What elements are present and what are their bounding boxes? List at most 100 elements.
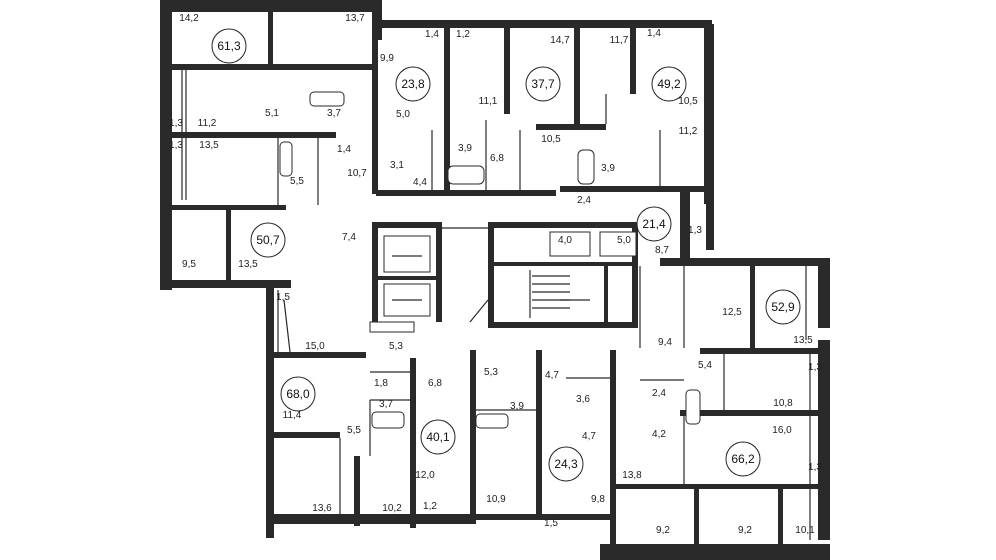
room-area-label: 10,5 [678, 96, 698, 107]
room-area-label: 9,9 [380, 53, 394, 64]
area-badge-circle [636, 206, 672, 242]
room-area-label: 5,3 [389, 341, 403, 352]
room-area-label: 1,4 [647, 28, 661, 39]
room-area-label: 9,8 [591, 494, 605, 505]
room-area-label: 9,2 [656, 525, 670, 536]
fixtures [279, 91, 701, 429]
area-badge-circle [395, 66, 431, 102]
room-area-label: 4,2 [652, 429, 666, 440]
room-area-label: 5,4 [698, 360, 712, 371]
apartment-total-area: 23,8 [395, 66, 431, 102]
room-area-label: 8,7 [655, 245, 669, 256]
room-area-label: 9,2 [738, 525, 752, 536]
apartment-total-label: 66,2 [731, 452, 755, 466]
room-area-label: 13,5 [199, 140, 219, 151]
room-area-label: 1,3 [808, 362, 822, 373]
apartment-total-label: 61,3 [217, 39, 241, 53]
area-badge-circle [280, 376, 316, 412]
room-area-label: 10,8 [773, 398, 793, 409]
room-area-label: 3,6 [576, 394, 590, 405]
area-badge-circle [525, 66, 561, 102]
room-area-label: 5,0 [617, 235, 631, 246]
apartment-total-area: 49,2 [651, 66, 687, 102]
room-area-label: 1,5 [276, 292, 290, 303]
room-area-label: 1,3 [169, 118, 183, 129]
room-area-label: 3,9 [601, 163, 615, 174]
room-area-label: 3,9 [458, 143, 472, 154]
apartment-total-area: 40,1 [420, 419, 456, 455]
room-area-label: 5,5 [347, 425, 361, 436]
room-area-label: 3,9 [510, 401, 524, 412]
apartment-total-area: 21,4 [636, 206, 672, 242]
room-area-label: 4,7 [582, 431, 596, 442]
room-area-label: 10,9 [486, 494, 506, 505]
room-area-label: 10,5 [541, 134, 561, 145]
room-area-label: 11,2 [679, 126, 698, 137]
room-area-label: 1,3 [169, 140, 183, 151]
area-badge-circle [548, 446, 584, 482]
apartment-total-area: 52,9 [765, 289, 801, 325]
room-area-label: 5,1 [265, 108, 279, 119]
apartment-badges: 61,3 23,8 37,7 49,2 50,7 21,4 52,9 68,0 40,1 24,3… [211, 28, 801, 482]
room-area-label: 9,4 [658, 337, 672, 348]
room-area-label: 11,4 [283, 410, 302, 421]
room-area-labels: 14,2 13,7 1,4 1,2 14,7 11,7 1,4 9,9 11,1 10,5 5,1 3… [169, 13, 822, 536]
room-area-label: 7,4 [342, 232, 356, 243]
apartment-total-label: 50,7 [256, 233, 280, 247]
area-badge-circle [250, 222, 286, 258]
room-area-label: 11,1 [479, 96, 498, 107]
room-area-label: 11,2 [198, 118, 217, 129]
room-area-label: 5,5 [290, 176, 304, 187]
room-area-label: 1,3 [688, 225, 702, 236]
room-area-label: 16,0 [772, 425, 792, 436]
room-area-label: 2,4 [652, 388, 666, 399]
apartment-total-area: 68,0 [280, 376, 316, 412]
room-area-label: 15,0 [305, 341, 325, 352]
room-area-label: 1,2 [456, 29, 470, 40]
apartment-total-area: 24,3 [548, 446, 584, 482]
room-area-label: 10,7 [347, 168, 367, 179]
apartment-total-area: 66,2 [725, 441, 761, 477]
room-area-label: 3,7 [327, 108, 341, 119]
apartment-total-label: 23,8 [401, 77, 425, 91]
room-area-label: 13,6 [312, 503, 332, 514]
apartment-total-label: 49,2 [657, 77, 681, 91]
room-area-label: 6,8 [490, 153, 504, 164]
room-area-label: 6,8 [428, 378, 442, 389]
room-area-label: 1,5 [544, 518, 558, 529]
room-area-label: 11,7 [610, 35, 629, 46]
room-area-label: 13,7 [345, 13, 365, 24]
room-area-label: 4,4 [413, 177, 427, 188]
apartment-total-area: 50,7 [250, 222, 286, 258]
apartment-total-label: 52,9 [771, 300, 795, 314]
room-area-label: 5,3 [484, 367, 498, 378]
apartment-total-label: 68,0 [286, 387, 310, 401]
apartment-total-label: 37,7 [531, 77, 555, 91]
room-area-label: 3,1 [390, 160, 404, 171]
room-area-label: 13,5 [238, 259, 258, 270]
room-area-label: 1,2 [423, 501, 437, 512]
room-area-label: 14,2 [179, 13, 199, 24]
room-area-label: 13,5 [793, 335, 813, 346]
room-area-label: 1,8 [374, 378, 388, 389]
room-area-label: 4,0 [558, 235, 572, 246]
room-area-label: 13,8 [622, 470, 642, 481]
room-area-label: 4,7 [545, 370, 559, 381]
area-badge-circle [765, 289, 801, 325]
apartment-total-label: 24,3 [554, 457, 578, 471]
room-area-label: 1,4 [337, 144, 351, 155]
room-area-label: 14,7 [550, 35, 570, 46]
apartment-total-label: 40,1 [426, 430, 450, 444]
apartment-total-label: 21,4 [642, 217, 666, 231]
area-badge-circle [651, 66, 687, 102]
room-area-label: 2,4 [577, 195, 591, 206]
room-area-label: 12,0 [415, 470, 435, 481]
area-badge-circle [420, 419, 456, 455]
room-area-label: 12,5 [722, 307, 742, 318]
room-area-label: 3,7 [379, 399, 393, 410]
room-area-label: 1,4 [425, 29, 439, 40]
room-area-label: 10,1 [795, 525, 815, 536]
room-area-label: 9,5 [182, 259, 196, 270]
walls [160, 0, 830, 560]
